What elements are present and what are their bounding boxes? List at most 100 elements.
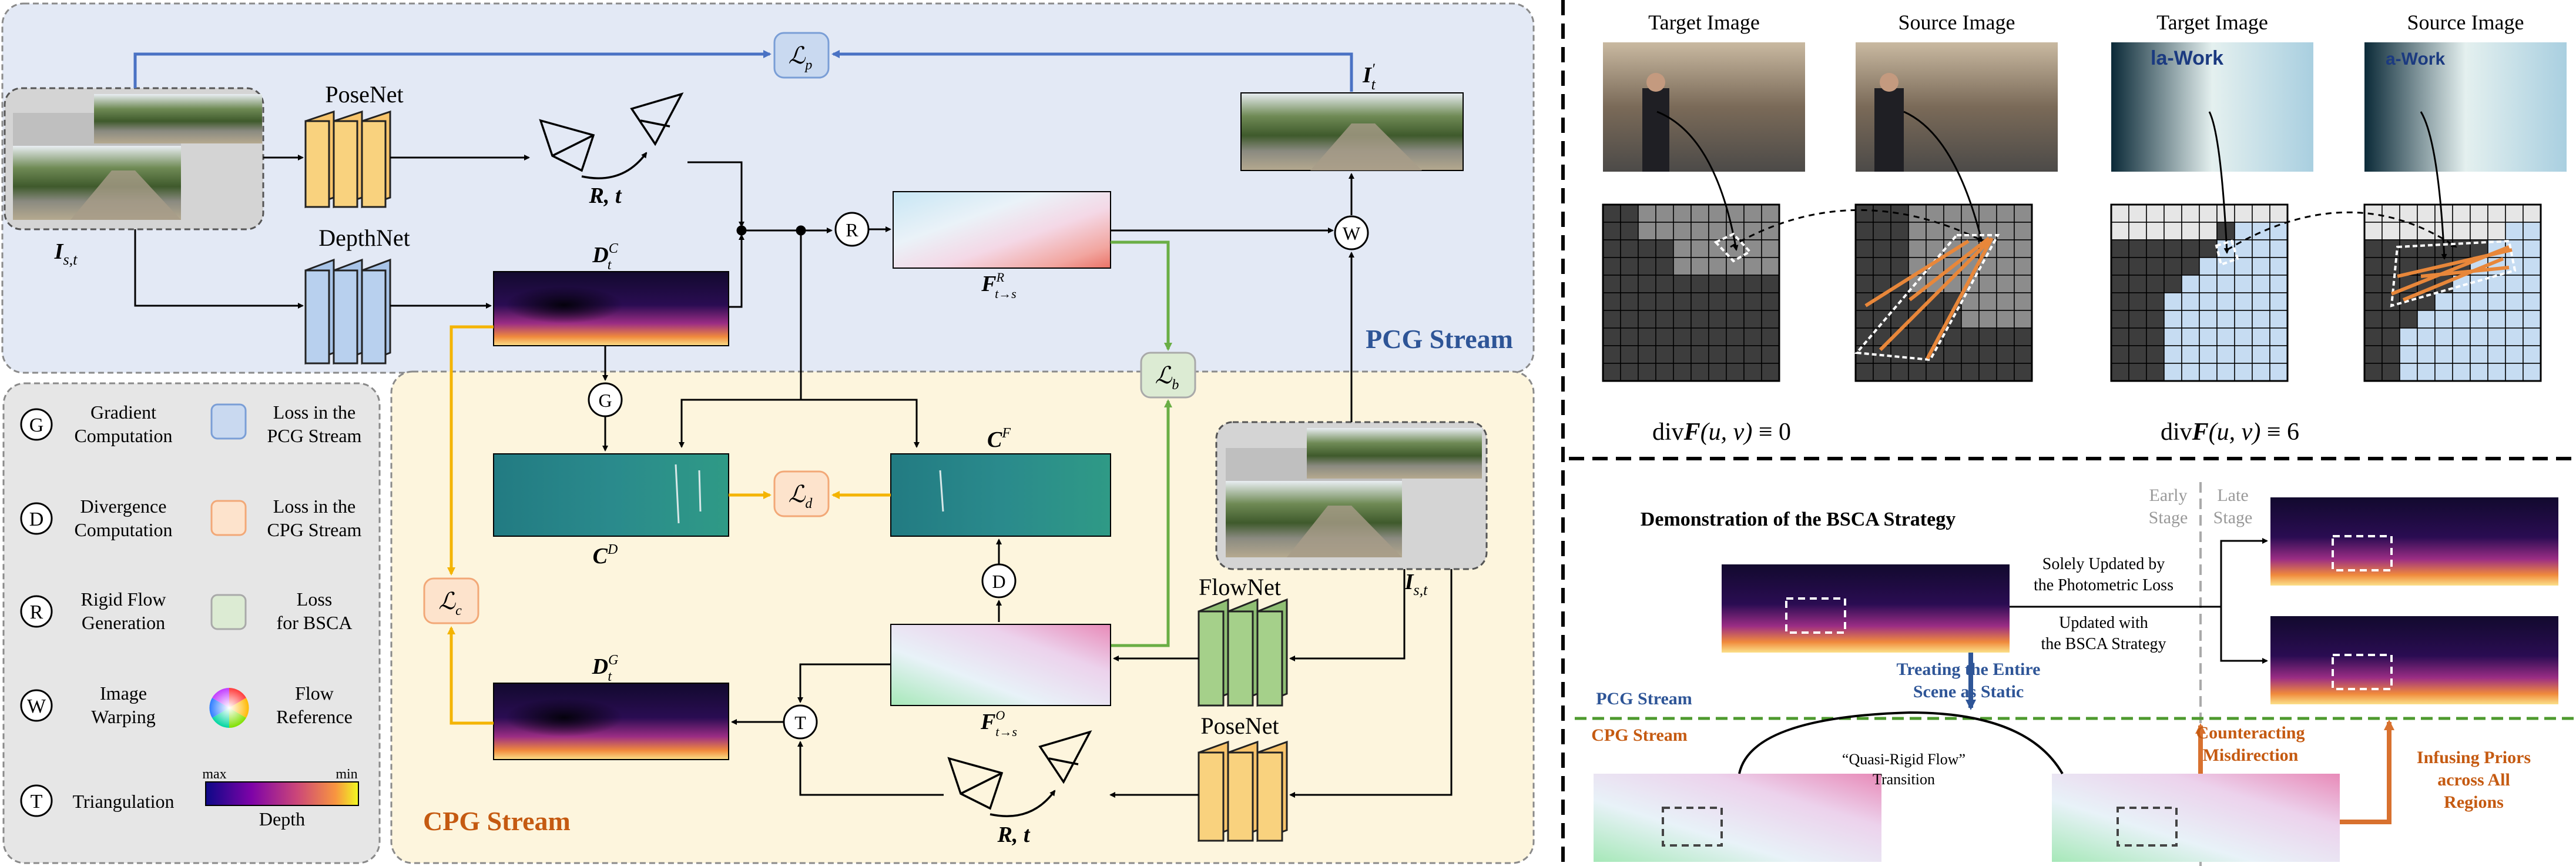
grid-cell	[1726, 257, 1745, 276]
legend-warping-symbol: W	[27, 696, 46, 717]
cpg-pose-label: R, t	[997, 822, 1031, 847]
legend-bsca-loss-item: Loss for BSCA	[210, 589, 353, 633]
grid-cell	[1690, 345, 1709, 364]
grid-cell	[2470, 345, 2488, 364]
pcg-stream-title: PCG Stream	[1366, 324, 1513, 354]
grid-cell	[2252, 222, 2270, 240]
legend-cpg-loss-label: Loss in the	[273, 496, 355, 517]
grid-cell	[1690, 275, 1709, 293]
grid-cell	[1708, 275, 1727, 293]
grid-cell	[2452, 327, 2471, 346]
grid-cell	[1761, 222, 1780, 240]
legend-warping-item: W Image Warping	[20, 683, 156, 727]
grid-cell	[1638, 239, 1656, 258]
quasi-label: “Quasi-Rigid Flow”	[1842, 751, 1965, 768]
grid-cell	[1996, 345, 2015, 364]
grid-cell	[2199, 204, 2218, 223]
grid-cell	[2452, 204, 2471, 223]
legend-divergence-label-2: Computation	[74, 519, 172, 540]
grid-cell	[1908, 204, 1927, 223]
grid-cell	[1690, 363, 1709, 382]
consistency-map-cf: CF	[890, 426, 1111, 537]
grid-cell	[1996, 292, 2015, 311]
grid-cell	[1873, 222, 1891, 240]
grid-cell	[2111, 327, 2129, 346]
grid-cell	[2146, 275, 2165, 293]
loss-p: ℒp	[773, 32, 830, 79]
grid-cell	[1926, 222, 1944, 240]
grid-border	[1854, 203, 2033, 382]
grid-cell	[2470, 222, 2488, 240]
grid-cell	[2234, 345, 2253, 364]
grid-cell	[2111, 310, 2129, 329]
grid-cell	[1673, 345, 1692, 364]
grid-cell	[1673, 310, 1692, 329]
grid-cell	[2252, 363, 2270, 382]
grid-cell	[2216, 292, 2235, 311]
svg-text:D: D	[992, 571, 1005, 592]
grid-cell	[2181, 257, 2200, 276]
grid-cell	[2128, 204, 2147, 223]
grid-cell	[2269, 257, 2288, 276]
loss-b: ℒb	[1140, 352, 1196, 399]
svg-text:ℒd: ℒd	[789, 481, 813, 511]
quasi-arc	[1738, 711, 2064, 775]
grid-cell	[2505, 345, 2524, 364]
grid-cell	[1743, 363, 1762, 382]
triangulation-node: T	[783, 704, 818, 740]
svg-text:T: T	[794, 712, 806, 733]
grid-cell	[1708, 292, 1727, 311]
grid-cell	[1673, 292, 1692, 311]
grid-cell	[2523, 239, 2541, 258]
grid-cell	[2452, 310, 2471, 329]
grid-cell	[2364, 222, 2383, 240]
grid-cell	[2164, 222, 2182, 240]
grid-cell	[2128, 363, 2147, 382]
grid-cell	[1761, 204, 1780, 223]
early-stage-label-2: Stage	[2149, 508, 2188, 527]
grid-cell	[2181, 363, 2200, 382]
legend-cpg-loss-item: Loss in the CPG Stream	[210, 496, 362, 540]
grid-cell	[1638, 327, 1656, 346]
grid-cell	[2181, 204, 2200, 223]
grid-cell	[2199, 310, 2218, 329]
grid-cell	[2399, 204, 2418, 223]
grid-cell	[1855, 275, 1874, 293]
grid-cell	[2128, 222, 2147, 240]
grid-cell	[2111, 239, 2129, 258]
grid-cell	[1655, 257, 1674, 276]
grid-cell	[2164, 275, 2182, 293]
legend-bsca-loss-label-2: for BSCA	[277, 612, 353, 633]
grid-cell	[1638, 292, 1656, 311]
grid-cell	[1996, 275, 2015, 293]
infuse-label: Infusing Priors	[2417, 748, 2531, 767]
legend-flow-reference-label-2: Reference	[276, 706, 353, 727]
grid-cell	[2164, 310, 2182, 329]
grid-cell	[2014, 239, 2032, 258]
grid-cell	[2269, 292, 2288, 311]
grid-cell	[2128, 345, 2147, 364]
grid-cell	[1761, 257, 1780, 276]
legend-panel: G Gradient Computation D Divergence Comp…	[2, 382, 381, 864]
grid-cell	[2434, 345, 2453, 364]
grid-cell	[2487, 363, 2506, 382]
legend-gradient-symbol: G	[29, 414, 44, 436]
infuse-arrow	[2340, 720, 2394, 824]
grid-cell	[1673, 239, 1692, 258]
grid-cell	[1690, 222, 1709, 240]
grid-cell	[2199, 292, 2218, 311]
legend-pcg-loss-label-2: PCG Stream	[267, 425, 362, 446]
grid-cell	[1708, 345, 1727, 364]
grid-cell	[2199, 222, 2218, 240]
grid-cell	[2234, 327, 2253, 346]
grid-cell	[2470, 327, 2488, 346]
grid-cell	[1638, 204, 1656, 223]
grid-cell	[2417, 345, 2436, 364]
grid-cell	[2487, 222, 2506, 240]
legend-rigid-flow-item: R Rigid Flow Generation	[20, 589, 166, 633]
